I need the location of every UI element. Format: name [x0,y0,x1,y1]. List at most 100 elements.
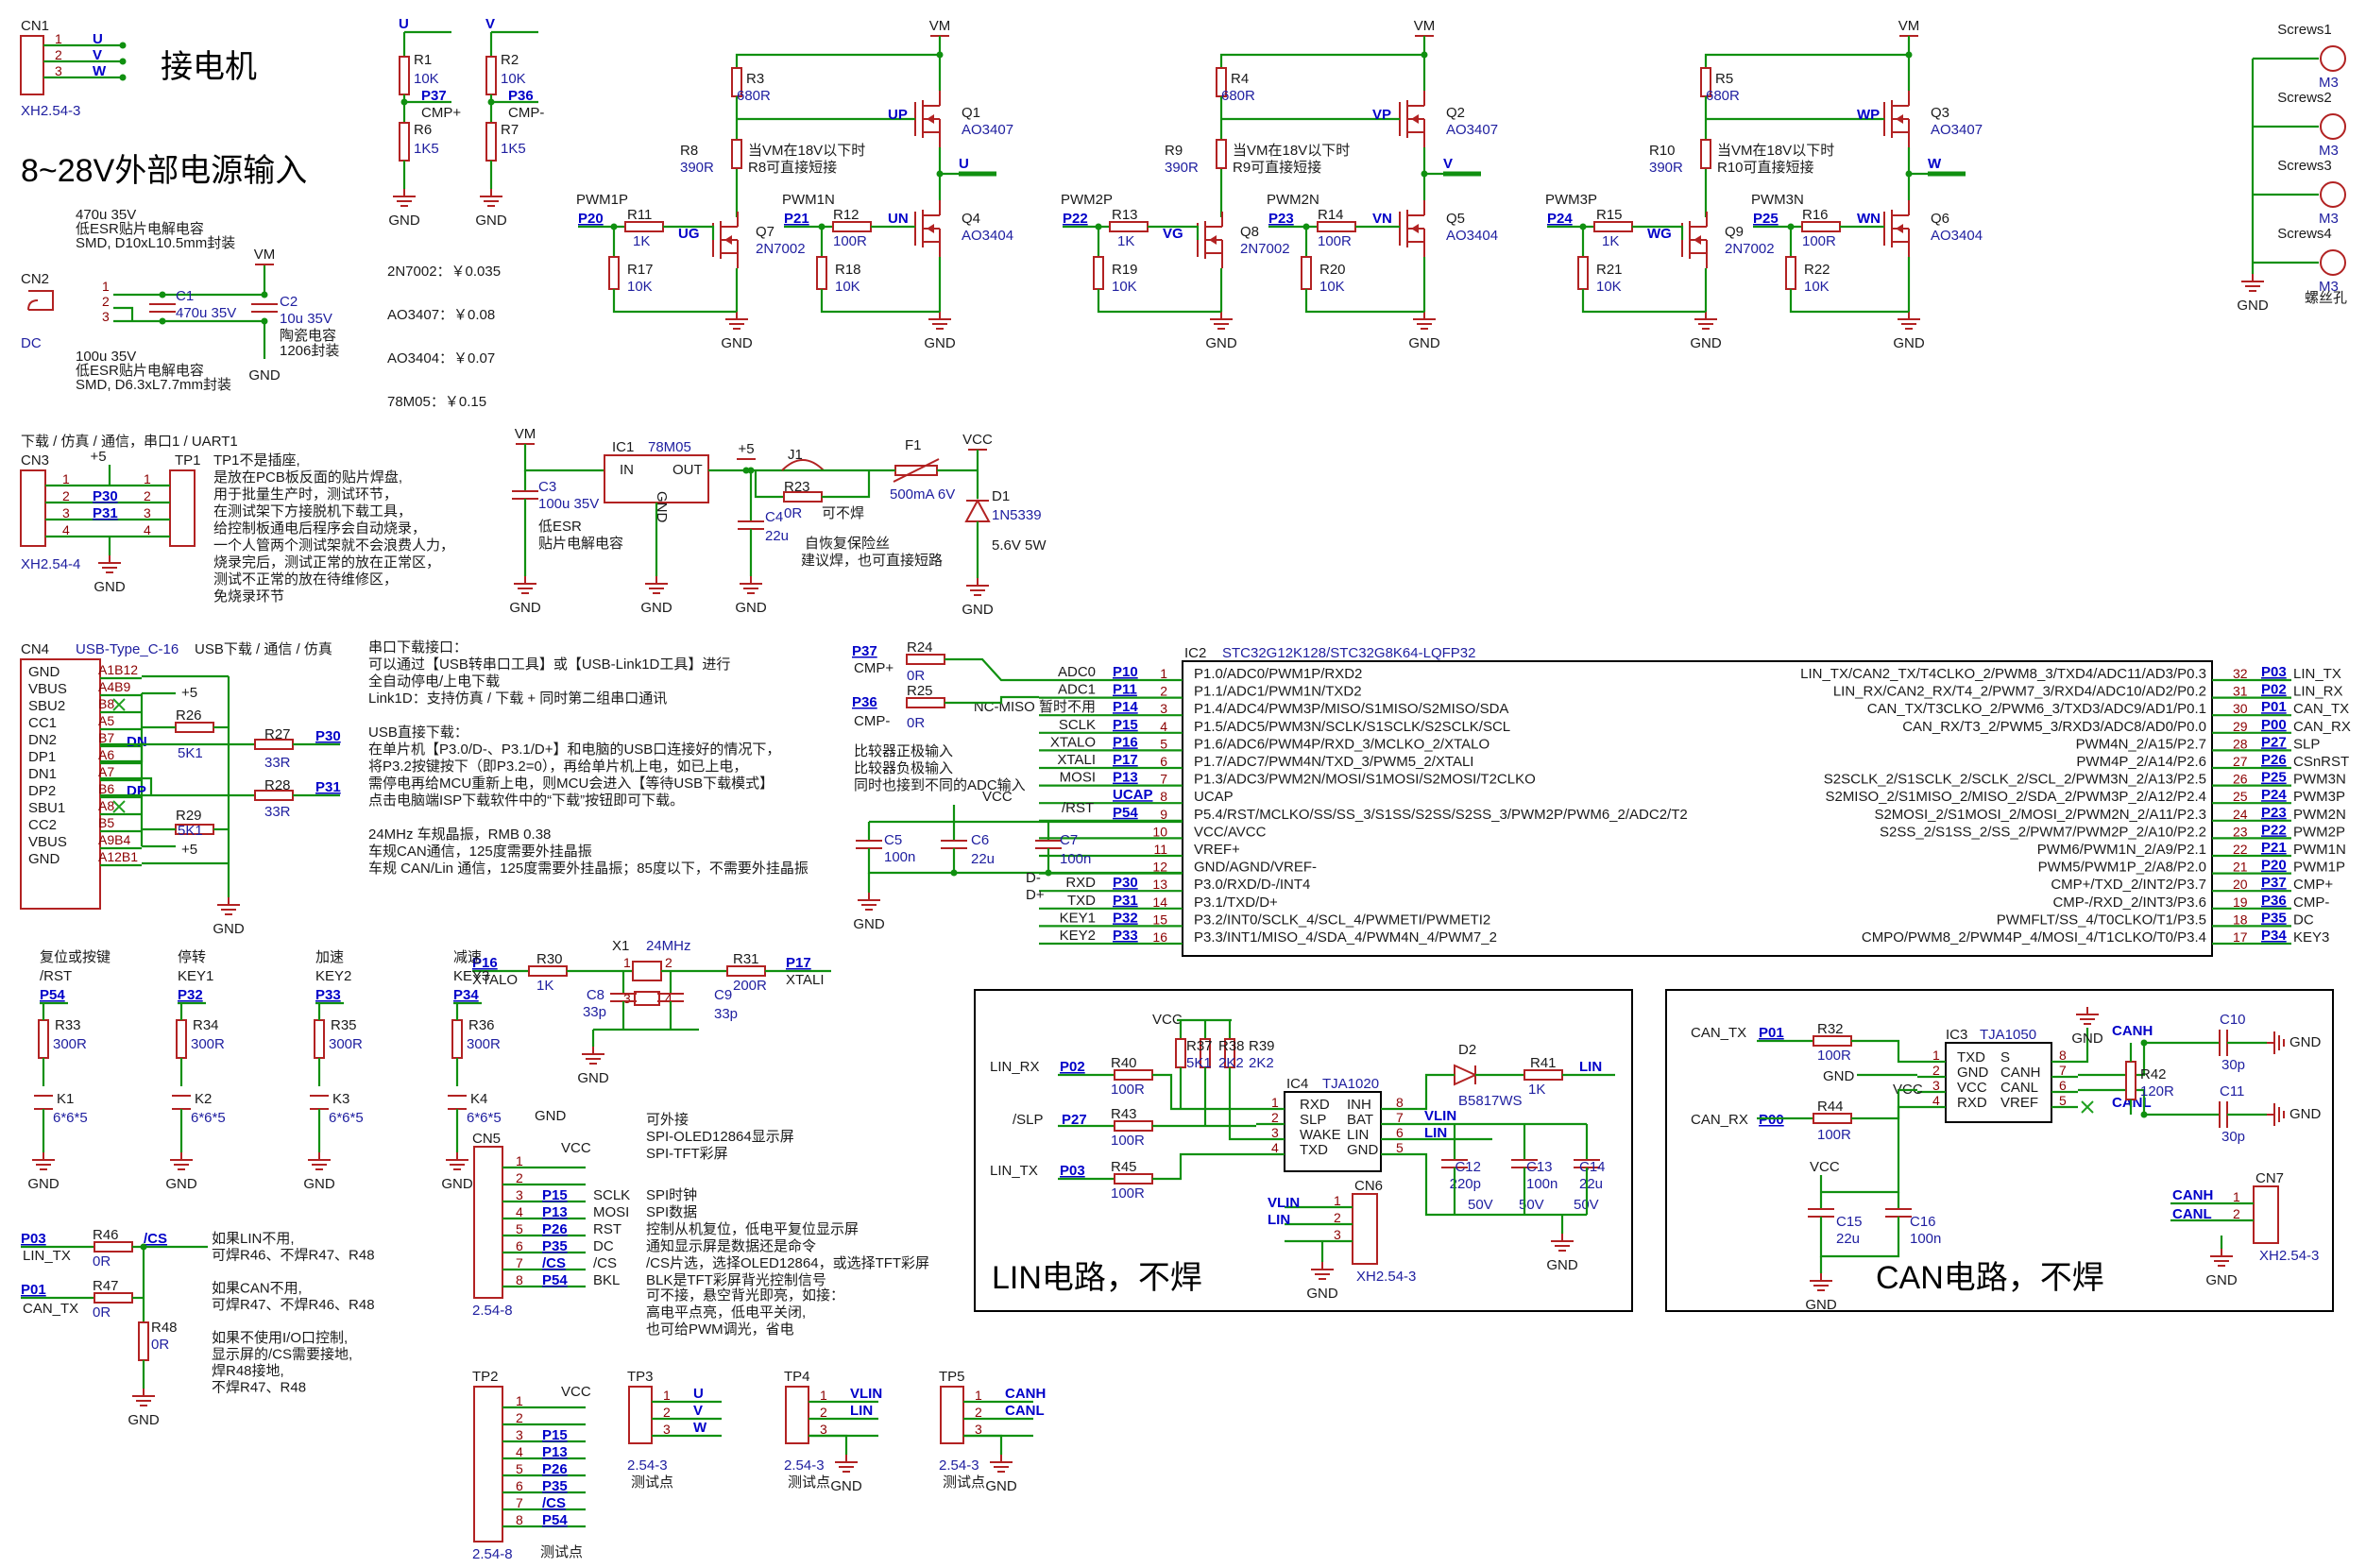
cn7-pkg: XH2.54-3 [2259,1248,2319,1264]
bridge-note: R10可直接短接 [1717,160,1814,176]
c1-ref: C1 [176,288,194,304]
tja1050-right-num: 6 [2059,1078,2067,1093]
key-button-1[interactable] [30,1088,57,1116]
c9-ref: C9 [714,987,732,1003]
tp-pin: 1 [663,1388,671,1403]
c4-ref: C4 [765,509,783,525]
bridge-note: 当VM在18V以下时 [1717,143,1834,159]
tja1050-right-pin: VREF [2000,1095,2038,1111]
tp1-pin: 3 [144,505,151,520]
usb-pin: DP2 [28,783,56,799]
mcu-part: STC32G12K128/STC32G8K64-LQFP32 [1222,645,1475,661]
tp2-net: P54 [542,1512,568,1528]
c6-val: 22u [971,851,995,867]
wire [1851,1105,1917,1120]
gnd-label: GND [721,335,753,351]
r-series-ref: R9 [1165,143,1183,159]
download-note: 一个人管两个测试架就不会浪费人力， [213,537,454,554]
cn7-ref: CN7 [2255,1170,2284,1186]
cn5-net: P26 [542,1221,568,1237]
wire [822,470,871,499]
resistor-symbol [399,122,410,162]
wire [113,306,134,321]
lin-vcc: VCC [1152,1012,1183,1028]
cs-p03: P03 [21,1231,46,1247]
can-title: CAN电路，不焊 [1876,1260,2104,1296]
mcu-p36: P36 [852,694,877,710]
r39-ref: R39 [1249,1038,1275,1054]
mcu-left-num: 15 [1152,912,1167,927]
mcu-right-pin: LIN_TX/CAN2_TX/T4CLKO_2/PWM8_3/TXD4/ADC1… [1800,666,2206,682]
bridge-gate-net: VG [1163,226,1183,242]
usb-note: 可以通过【USB转串口工具】或【USB-Link1D工具】进行 [368,656,730,673]
usb-pnum: A4B9 [98,679,130,694]
mcu-left-func: XTALI [1057,752,1096,768]
key-button-2[interactable] [168,1088,195,1116]
gnd-label: GND [1690,335,1722,351]
key-switch-val: 6*6*5 [329,1110,364,1126]
power-label: VM [515,426,536,442]
cn2-ref: CN2 [21,271,49,287]
mcu-left-num: 1 [1160,666,1167,681]
cs-note: 显示屏的/CS需要接地, [212,1347,352,1363]
tja1050-ref: IC3 [1946,1027,1967,1043]
crystal-body [632,961,662,981]
c1-note: 470u 35V [76,207,136,223]
c1-val: 470u 35V [176,305,236,321]
mcu-left-pin: P3.2/INT0/SCLK_4/SCL_4/PWMETI/PWMETI2 [1194,912,1490,928]
r-lo-val: 100R [1802,233,1836,249]
tp2-vcc: VCC [561,1384,591,1400]
c-low-note: SMD, D6.3xL7.7mm封装 [76,377,231,393]
lin-p03: P03 [1060,1163,1085,1179]
cmp-r-bottom: R7 [501,122,519,138]
tja1050-left-num: 3 [1932,1078,1940,1093]
r31-ref: R31 [733,951,759,967]
lin-net: LIN [1579,1059,1602,1075]
resistor-symbol [1216,139,1227,169]
download-note: 给控制板通电后程序会自动烧录， [213,520,426,537]
screw-hole-icon [2320,249,2346,276]
download-note: 用于批量生产时，测试环节， [213,486,398,503]
tp-test: 测试点 [943,1474,985,1491]
c1-note: SMD, D10xL10.5mm封装 [76,235,235,251]
mcu-left-func: XTALO [1050,734,1096,750]
cn5-body [473,1146,503,1299]
resistor-symbol [906,697,945,708]
usb-pnum: A12B1 [98,849,138,864]
pwm-n-label: PWM2N [1267,192,1319,208]
key-button-4[interactable] [444,1088,470,1116]
tja1020-right-num: 8 [1396,1095,1404,1110]
bridge-lo-net: WN [1857,211,1881,227]
tja1020-right-pin: GND [1347,1142,1379,1158]
screw-note: 螺丝孔 [2305,290,2347,306]
pwm-p-label: PWM1P [576,192,628,208]
tp-test: 测试点 [631,1474,673,1491]
r-lo-pd-ref: R20 [1319,262,1346,278]
p5-label: +5 [181,685,197,701]
cn5-func: /CS [593,1255,617,1271]
tja1050-right-pin: CANH [2000,1065,2041,1081]
c5-ref: C5 [884,832,902,848]
r43-val: 100R [1111,1133,1145,1149]
wire [754,470,784,499]
cn1-net: V [93,47,102,63]
usb-pin: DP1 [28,749,56,765]
mcu-right-net: P35 [2261,910,2287,926]
xtal-pin: 3 [623,991,631,1006]
mcu-right-net: P36 [2261,893,2287,909]
cn3-pin: 1 [62,471,70,486]
gnd-label: GND [924,335,956,351]
mosfet-arrow [1694,235,1701,245]
mcu-left-num: 10 [1152,824,1167,839]
mcu-cmpp: CMP+ [854,660,894,676]
bridge-qdv: 2N7002 [756,241,806,257]
cn1-net: W [93,63,107,79]
gnd-label: GND [1306,1286,1338,1302]
r-series-ref: R10 [1649,143,1676,159]
resistor-symbol [1700,139,1711,169]
key-button-3[interactable] [306,1088,332,1116]
mcu-left-pin: UCAP [1194,789,1234,805]
tp-pin: 3 [663,1422,671,1437]
diode-symbol [1454,1064,1478,1086]
